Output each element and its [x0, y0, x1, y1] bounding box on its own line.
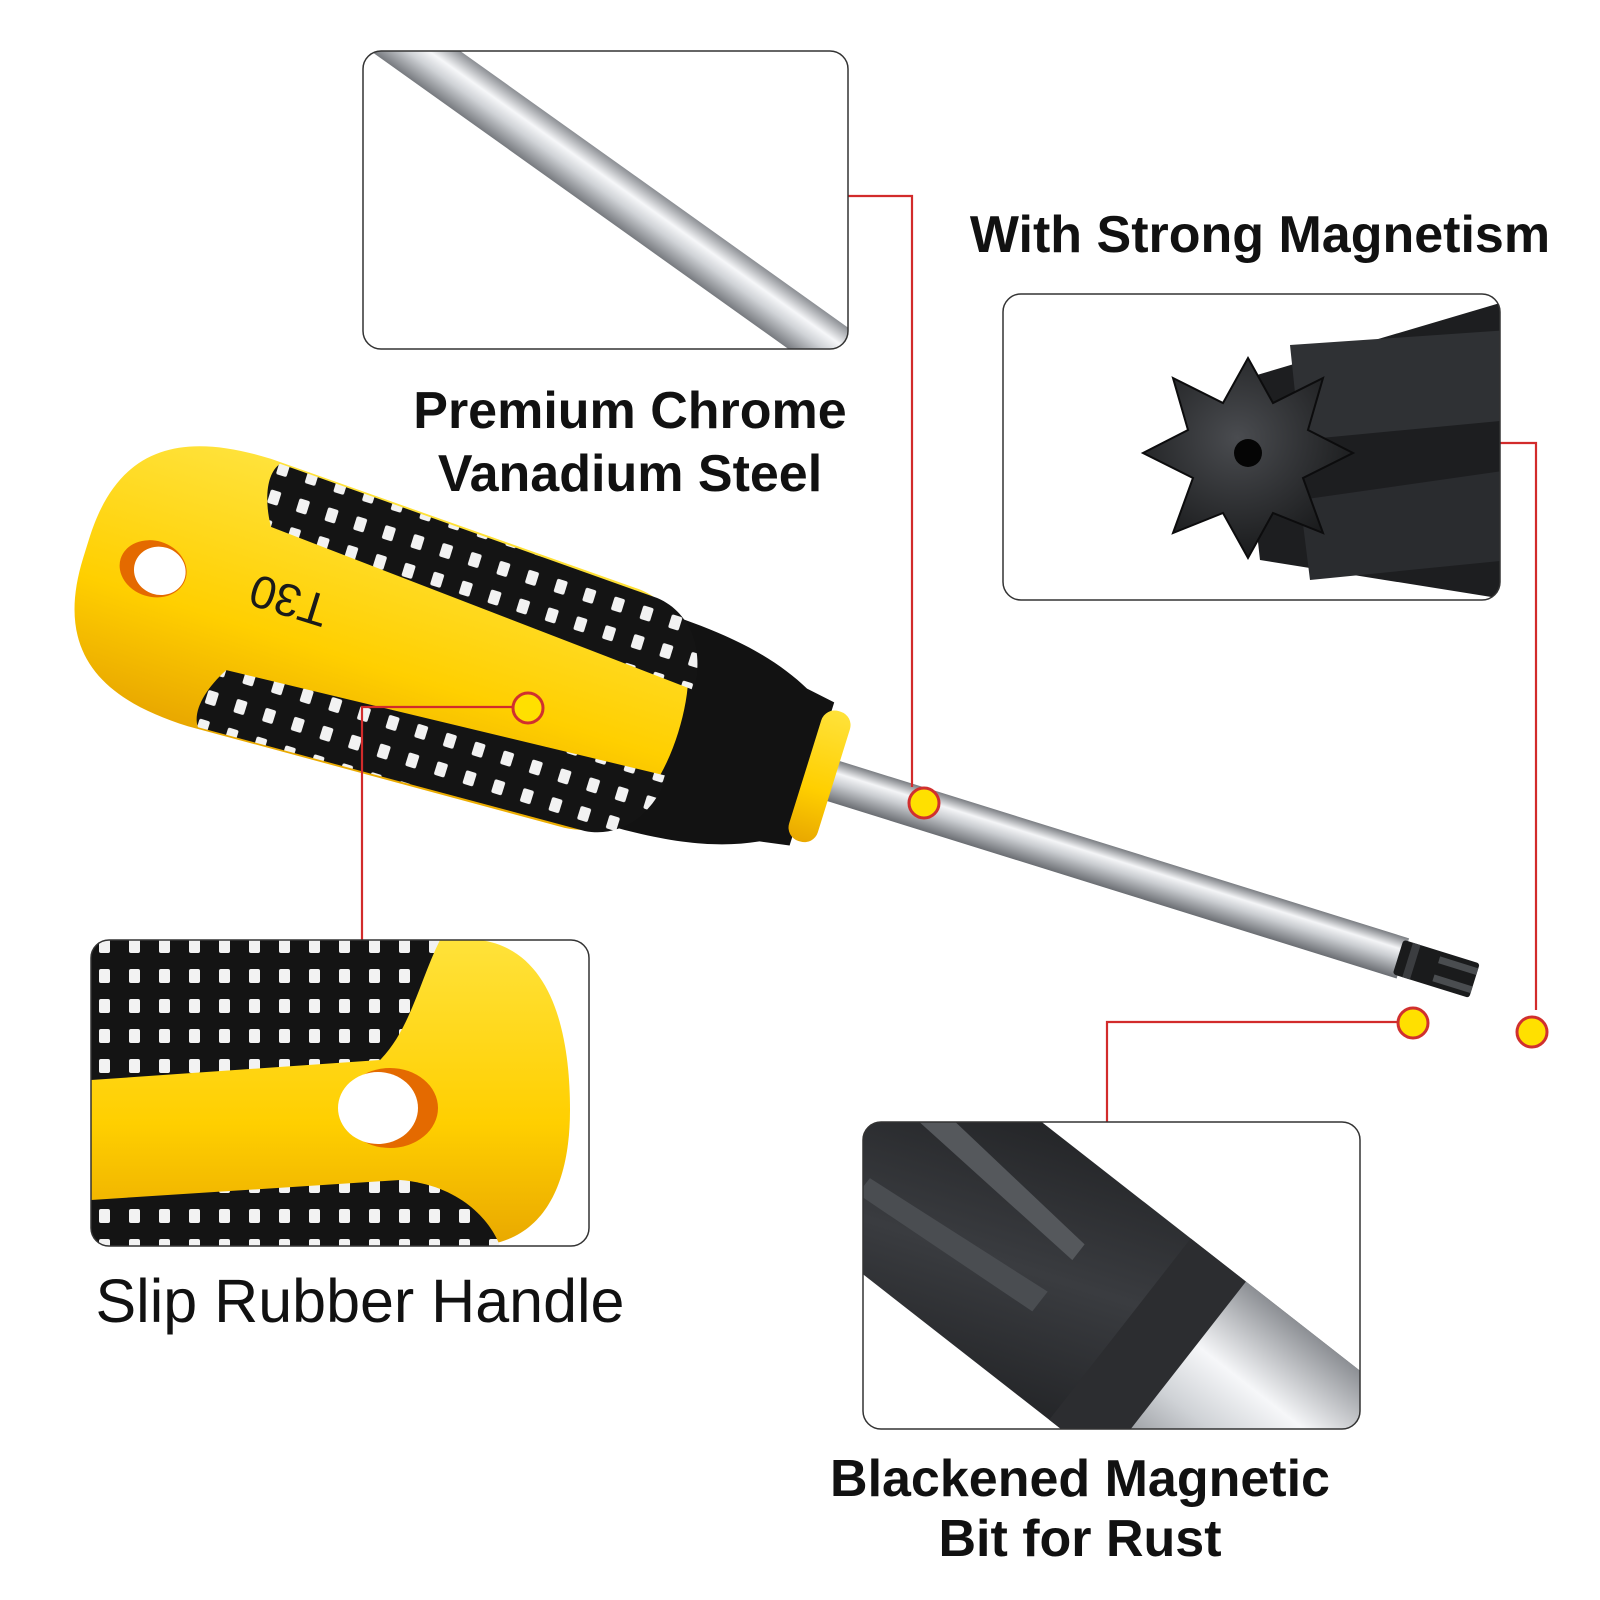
tip-marker-dot	[1515, 1015, 1549, 1049]
torx-star	[1140, 355, 1356, 561]
bit-callout-line-1: Blackened Magnetic	[830, 1450, 1330, 1508]
handle-callout-line: Slip Rubber Handle	[95, 1267, 625, 1335]
shaft-callout-line-2: Vanadium Steel	[437, 445, 823, 504]
handle-leader-line	[360, 705, 523, 940]
chrome-shaft	[823, 759, 1410, 979]
tip-detail-panel	[1002, 293, 1501, 601]
tip-leader-line	[1500, 441, 1538, 1010]
leader-lines	[360, 194, 1538, 1122]
handle-callout-label: Slip Rubber Handle	[80, 1264, 640, 1338]
screwdriver: T30	[74, 446, 1480, 998]
bit-callout-label: Blackened Magnetic Bit for Rust	[800, 1450, 1360, 1570]
magnet-callout-label: With Strong Magnetism	[950, 204, 1570, 267]
bit-leader-line	[1105, 1020, 1411, 1122]
shaft-callout-line-1: Premium Chrome	[413, 382, 847, 440]
magnet-callout-line: With Strong Magnetism	[969, 206, 1551, 264]
handle	[74, 446, 851, 846]
bit-detail-panel	[862, 1121, 1361, 1430]
black-bit	[1393, 940, 1480, 998]
handle-detail-panel	[90, 939, 590, 1247]
bit-callout-line-2: Bit for Rust	[938, 1509, 1222, 1568]
shaft-leader-line	[848, 194, 914, 787]
bit-marker-dot	[1396, 1006, 1430, 1040]
shaft-marker-dot	[907, 786, 941, 820]
shaft-callout-label: Premium Chrome Vanadium Steel	[390, 380, 870, 507]
shaft-detail-panel	[362, 50, 849, 350]
handle-marker-dot	[511, 691, 545, 725]
marker-dots	[511, 691, 1549, 1049]
